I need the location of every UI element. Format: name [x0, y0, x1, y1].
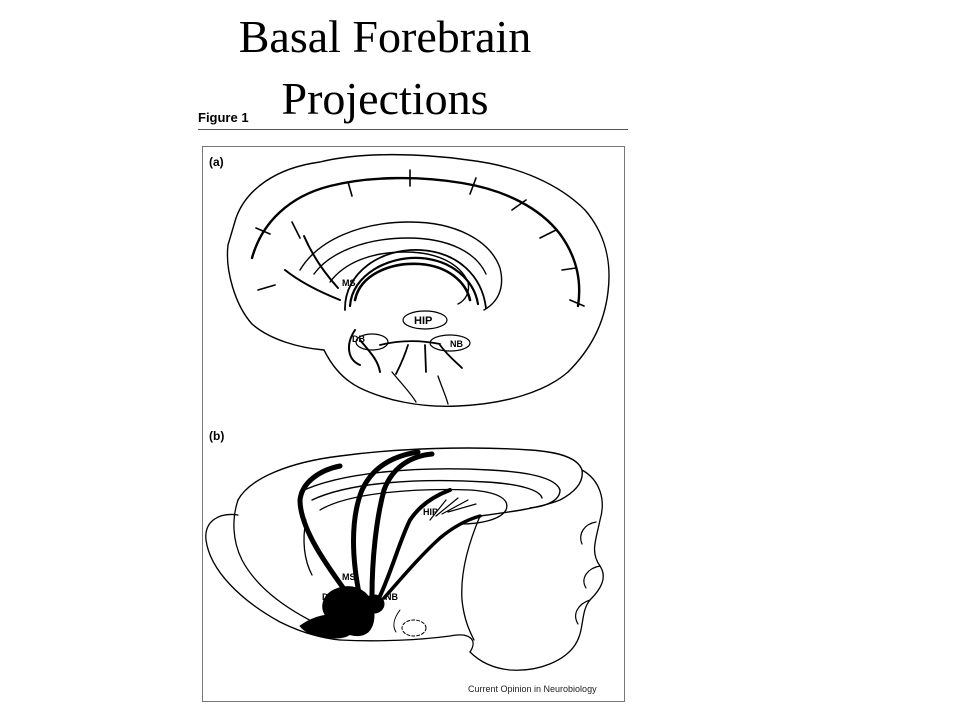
panel-a-label-hip: HIP [414, 315, 432, 327]
slide-title: Basal Forebrain Projections [185, 6, 585, 130]
panel-b-label-ms: MS [342, 572, 356, 582]
panel-a-sulci [250, 176, 581, 308]
panel-a-hip-region [402, 310, 448, 330]
panel-b-label-hip: HIP [423, 507, 438, 517]
panel-b-dashed-region [401, 619, 427, 637]
panel-a-label-nb: NB [450, 339, 463, 349]
panel-a-corpus-callosum [299, 221, 503, 311]
panel-b-nb-nucleus [363, 594, 385, 614]
slide-title-line-2: Projections [281, 73, 489, 124]
figure-credit: Current Opinion in Neurobiology [468, 684, 597, 694]
figure-frame [202, 146, 625, 702]
panel-b-label-db: DB [322, 592, 335, 602]
slide-title-line-1: Basal Forebrain [238, 11, 532, 62]
panel-b: (b) MS DB NB [205, 429, 604, 671]
panel-b-olfactory-bulb [205, 513, 341, 641]
panel-a-brain-outline [226, 153, 610, 408]
figure-rule [198, 129, 628, 130]
panel-b-projection-bundles [297, 463, 355, 603]
figure-label: Figure 1 [198, 110, 249, 125]
panel-b-corpus-callosum [299, 468, 561, 509]
panel-a: (a) HIP NB MS DB [209, 153, 610, 408]
panel-b-brain-outline [237, 447, 583, 517]
panel-b-letter: (b) [209, 429, 224, 443]
panel-a-fornix-arcs [353, 262, 472, 302]
panel-a-label-ms: MS [342, 278, 356, 288]
panel-a-label-db: DB [352, 334, 365, 344]
panel-b-label-nb: NB [385, 592, 398, 602]
panel-a-letter: (a) [209, 155, 224, 169]
panel-a-brainstem [391, 371, 449, 405]
panel-b-cerebellum [469, 469, 604, 671]
